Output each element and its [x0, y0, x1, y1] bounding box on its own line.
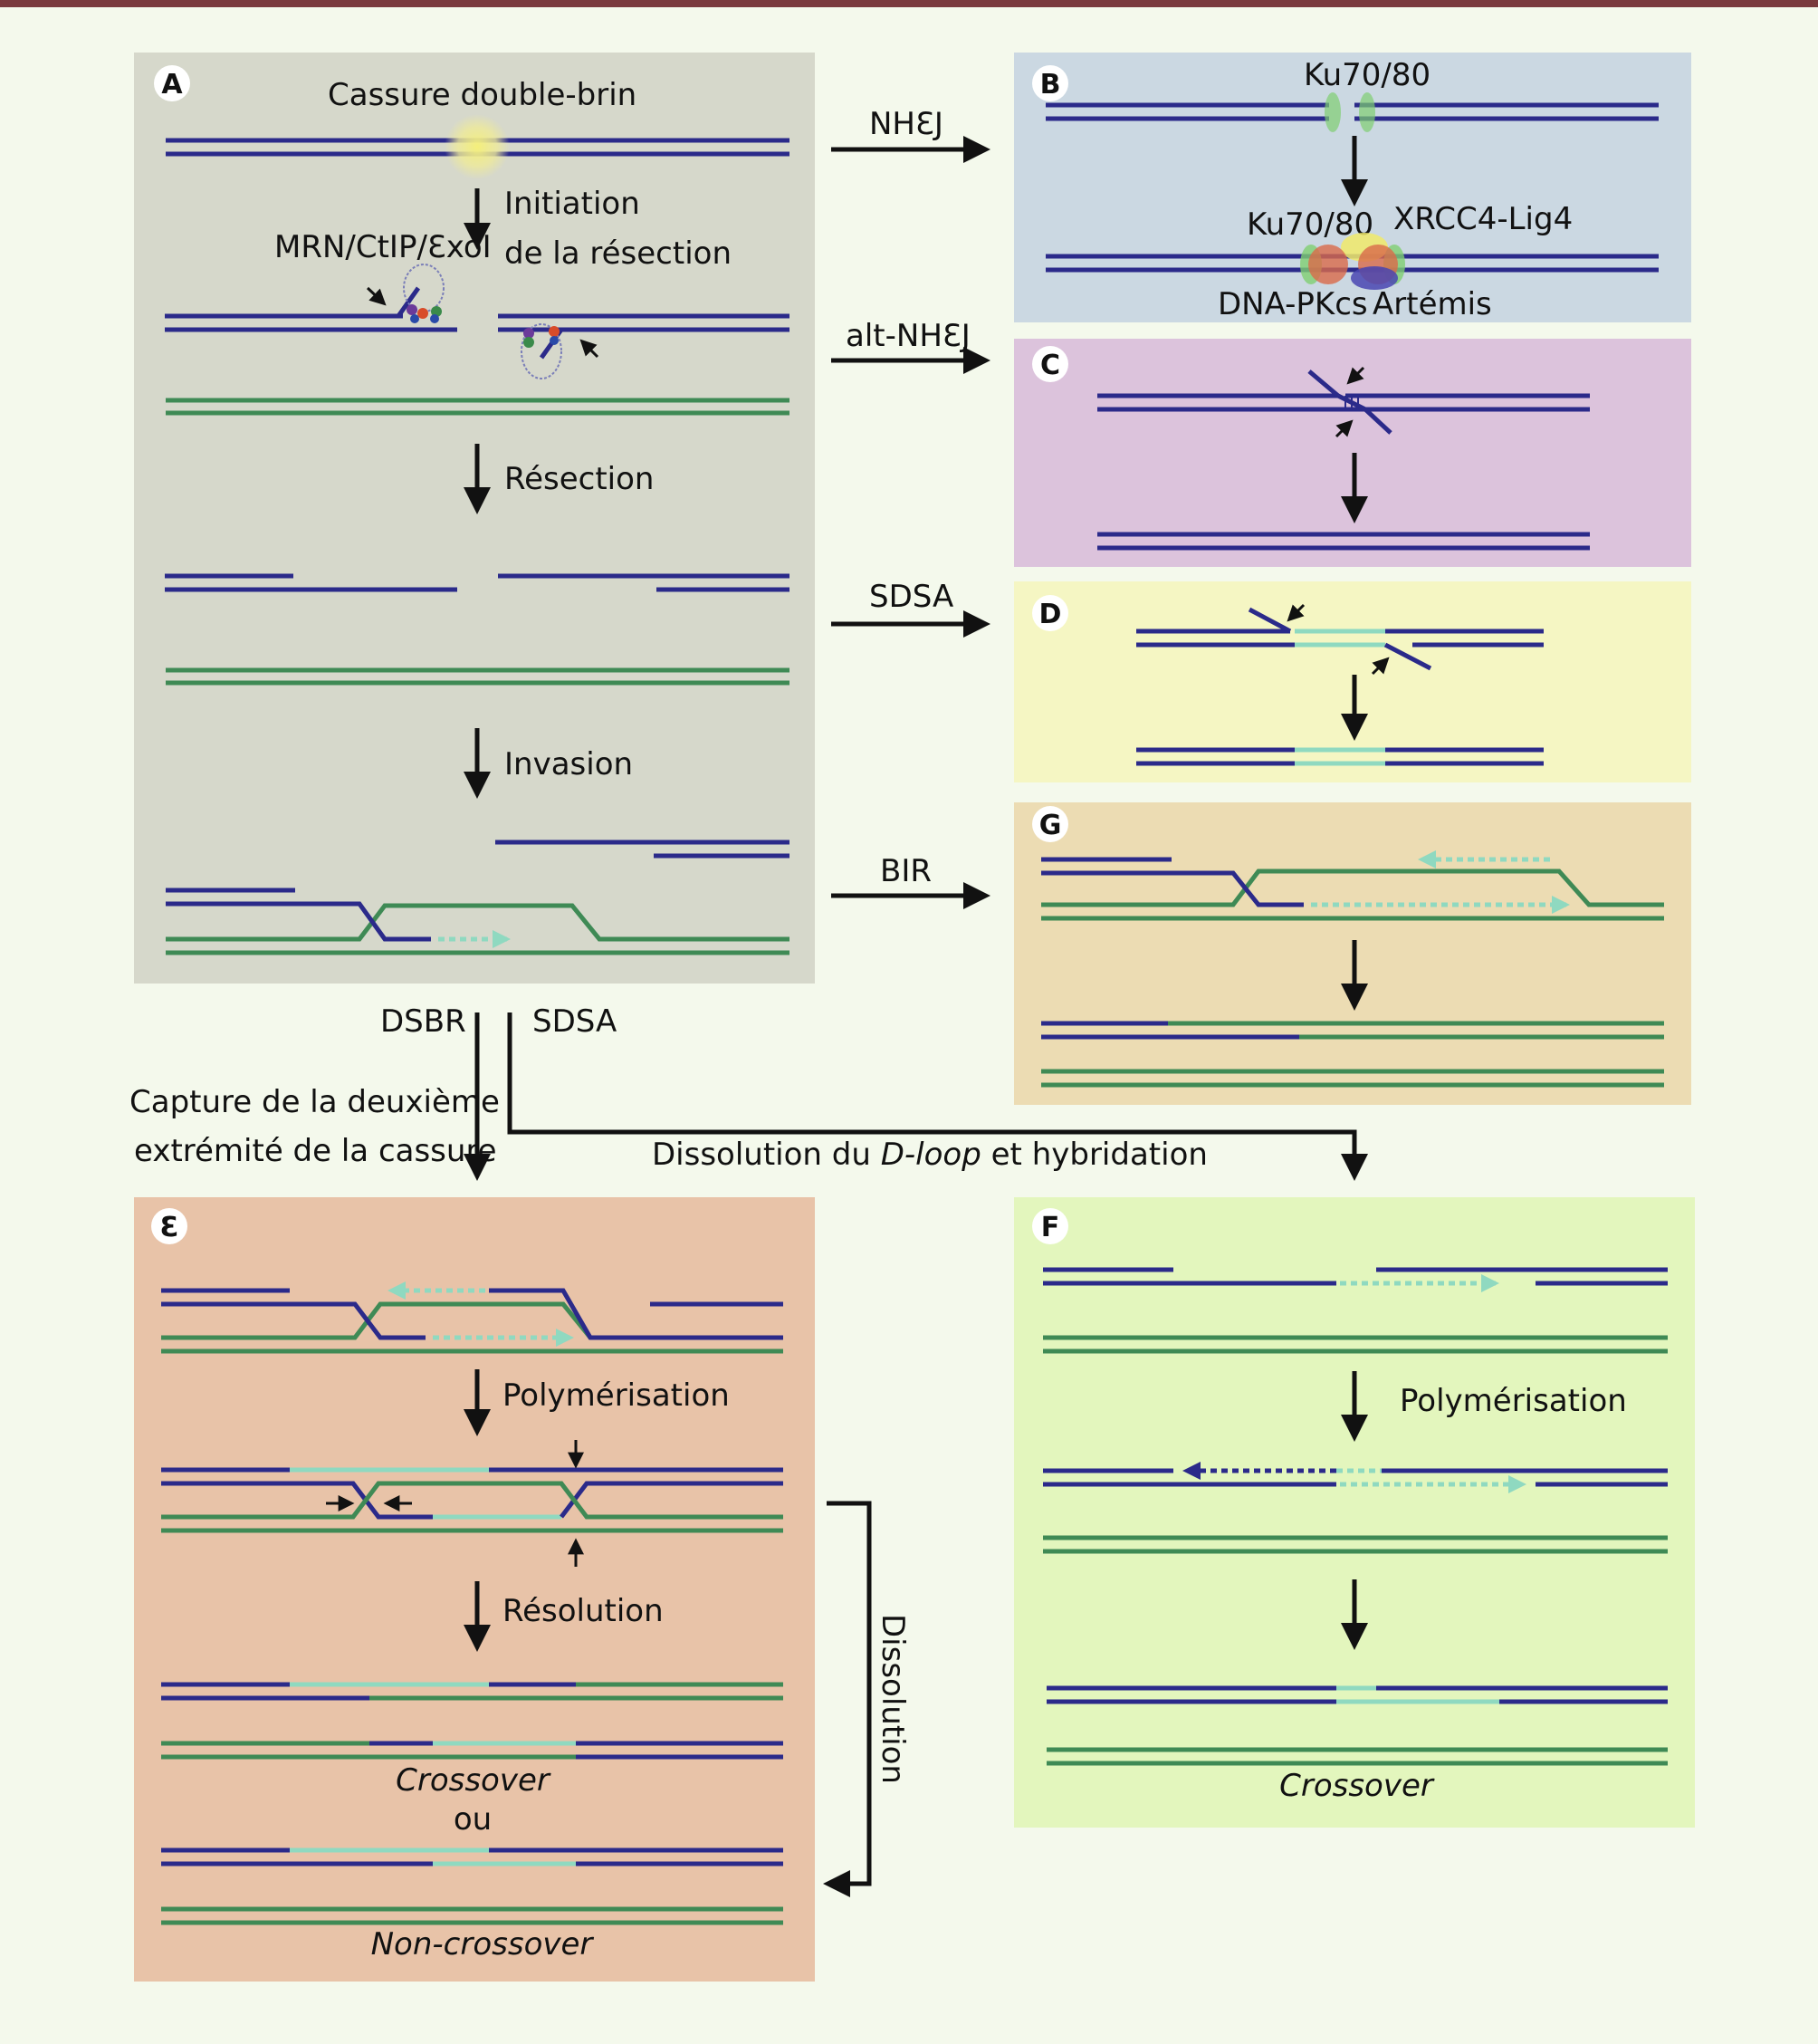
top-rule	[0, 0, 1818, 7]
dnapkcs-label: DNA-PKcs	[1218, 286, 1368, 322]
pointer-d-bottom	[1371, 657, 1390, 676]
pointer-c-top	[1346, 366, 1365, 385]
bir-structure	[1041, 850, 1664, 921]
panel-b-badge: B	[1040, 69, 1061, 101]
dsbr-label: DSBR	[380, 1003, 466, 1040]
microhomology-ticks	[1344, 396, 1359, 409]
panel-a-background	[134, 53, 815, 984]
initiation-label-2: de la résection	[504, 235, 732, 272]
panel-g: G	[1014, 802, 1691, 1105]
pathway-nhej-label: NHƐJ	[869, 106, 943, 142]
ku-left	[1325, 92, 1341, 132]
homolog-green-2	[166, 667, 789, 686]
panel-g-badge: G	[1039, 810, 1062, 841]
resected-ends	[165, 573, 789, 592]
dissolution-bracket: Dissolution	[823, 1501, 911, 1897]
panel-b: B Ku70/80 Ku70/80 XRCC4-Lig4 DNA-PKcs Ar…	[1014, 53, 1691, 322]
initiation-label-1: Initiation	[504, 186, 640, 222]
panel-g-badge-circle	[1032, 806, 1068, 842]
f-polymerisation-label: Polymérisation	[1400, 1383, 1627, 1419]
panel-e-badge: Ɛ	[160, 1212, 179, 1243]
panel-f: F Polymérisation	[1014, 1197, 1695, 1828]
sdsa-duplex	[1136, 607, 1544, 671]
dsbr-route: DSBR Capture de la deuxième extrémité de…	[129, 1003, 500, 1181]
homolog-green-1	[166, 398, 789, 416]
f-fill-in	[1043, 1462, 1668, 1554]
pathway-sdsa: SDSA	[831, 579, 990, 638]
panel-d-badge-circle	[1032, 595, 1068, 631]
double-holliday-junction	[161, 1467, 783, 1533]
xrcc4-label: XRCC4-Lig4	[1393, 201, 1573, 237]
panel-e-badge-circle	[151, 1208, 187, 1244]
duplex-b-top	[1046, 102, 1659, 121]
dissolution-pre: Dissolution du	[652, 1137, 881, 1173]
panel-f-background	[1014, 1197, 1695, 1828]
break-glow	[445, 114, 510, 179]
pointer-d-top	[1287, 603, 1306, 622]
dissolution-dloop-label: Dissolution du D-loop et hybridation	[652, 1137, 1208, 1173]
break-label: Cassure double-brin	[328, 77, 636, 113]
resection-label: Résection	[504, 461, 654, 497]
e-ou-label: ou	[454, 1801, 492, 1838]
pathway-bir: BIR	[831, 853, 990, 909]
pointer-right	[579, 339, 599, 359]
duplex-c-repaired	[1097, 532, 1590, 551]
f-crossover-label: Crossover	[1279, 1768, 1435, 1804]
pointer-left	[366, 286, 387, 306]
f-annealing	[1043, 1267, 1668, 1354]
artemis-label: Artémis	[1373, 286, 1492, 322]
invasion-label: Invasion	[504, 746, 633, 782]
e-polymerisation-label: Polymérisation	[502, 1377, 730, 1414]
dissolution-post: et hybridation	[981, 1137, 1208, 1173]
capture-label-2: extrémité de la cassure	[134, 1133, 497, 1169]
panel-a-badge: A	[161, 69, 183, 101]
e-resolution-label: Résolution	[502, 1593, 664, 1629]
pathway-alt-nhej: alt-NHƐJ	[831, 318, 990, 374]
panel-f-badge: F	[1041, 1212, 1060, 1243]
panel-e: Ɛ Polymérisation	[134, 1197, 815, 1982]
nhej-complex	[1300, 233, 1405, 290]
e-crossover-product	[161, 1682, 783, 1760]
e-crossover-label: Crossover	[396, 1762, 551, 1799]
e-noncrossover-label: Non-crossover	[371, 1926, 595, 1962]
panel-d: D	[1014, 581, 1691, 782]
ku-top-label: Ku70/80	[1304, 57, 1430, 93]
microhomology-duplex	[1097, 369, 1590, 435]
dissolution-side-label: Dissolution	[875, 1614, 911, 1784]
sdsa-lower-label: SDSA	[532, 1003, 617, 1040]
pathway-bir-label: BIR	[880, 853, 932, 889]
f-product	[1047, 1685, 1668, 1766]
panel-c-badge: C	[1040, 350, 1060, 381]
duplex-g-repaired	[1041, 1021, 1664, 1088]
pointer-c-bottom	[1335, 419, 1354, 438]
panel-a: A Cassure double-brin Initiation de la r…	[134, 53, 815, 984]
invasion-structure	[166, 840, 789, 955]
capture-label-1: Capture de la deuxième	[129, 1084, 500, 1120]
panel-c-badge-circle	[1032, 346, 1068, 382]
pathway-alt-nhej-label: alt-NHƐJ	[846, 318, 971, 354]
panel-a-badge-circle	[154, 65, 190, 101]
e-noncrossover-product	[161, 1847, 783, 1925]
panel-d-badge: D	[1039, 599, 1062, 630]
pathway-nhej: NHƐJ	[831, 106, 990, 163]
panel-c: C	[1014, 339, 1691, 567]
complex-label: MRN/CtIP/ƐxoI	[274, 229, 492, 265]
dissolution-dloop: D-loop	[881, 1137, 981, 1173]
panel-b-badge-circle	[1032, 65, 1068, 101]
sdsa-route: SDSA Dissolution du D-loop et hybridatio…	[507, 1003, 1368, 1181]
second-end-capture	[161, 1281, 783, 1354]
pathway-sdsa-label: SDSA	[869, 579, 953, 615]
ku-right	[1359, 92, 1375, 132]
panel-f-badge-circle	[1032, 1208, 1068, 1244]
mrn-complex-left	[403, 264, 445, 323]
mrn-complex-right	[521, 323, 562, 379]
duplex-d-repaired	[1136, 747, 1544, 766]
